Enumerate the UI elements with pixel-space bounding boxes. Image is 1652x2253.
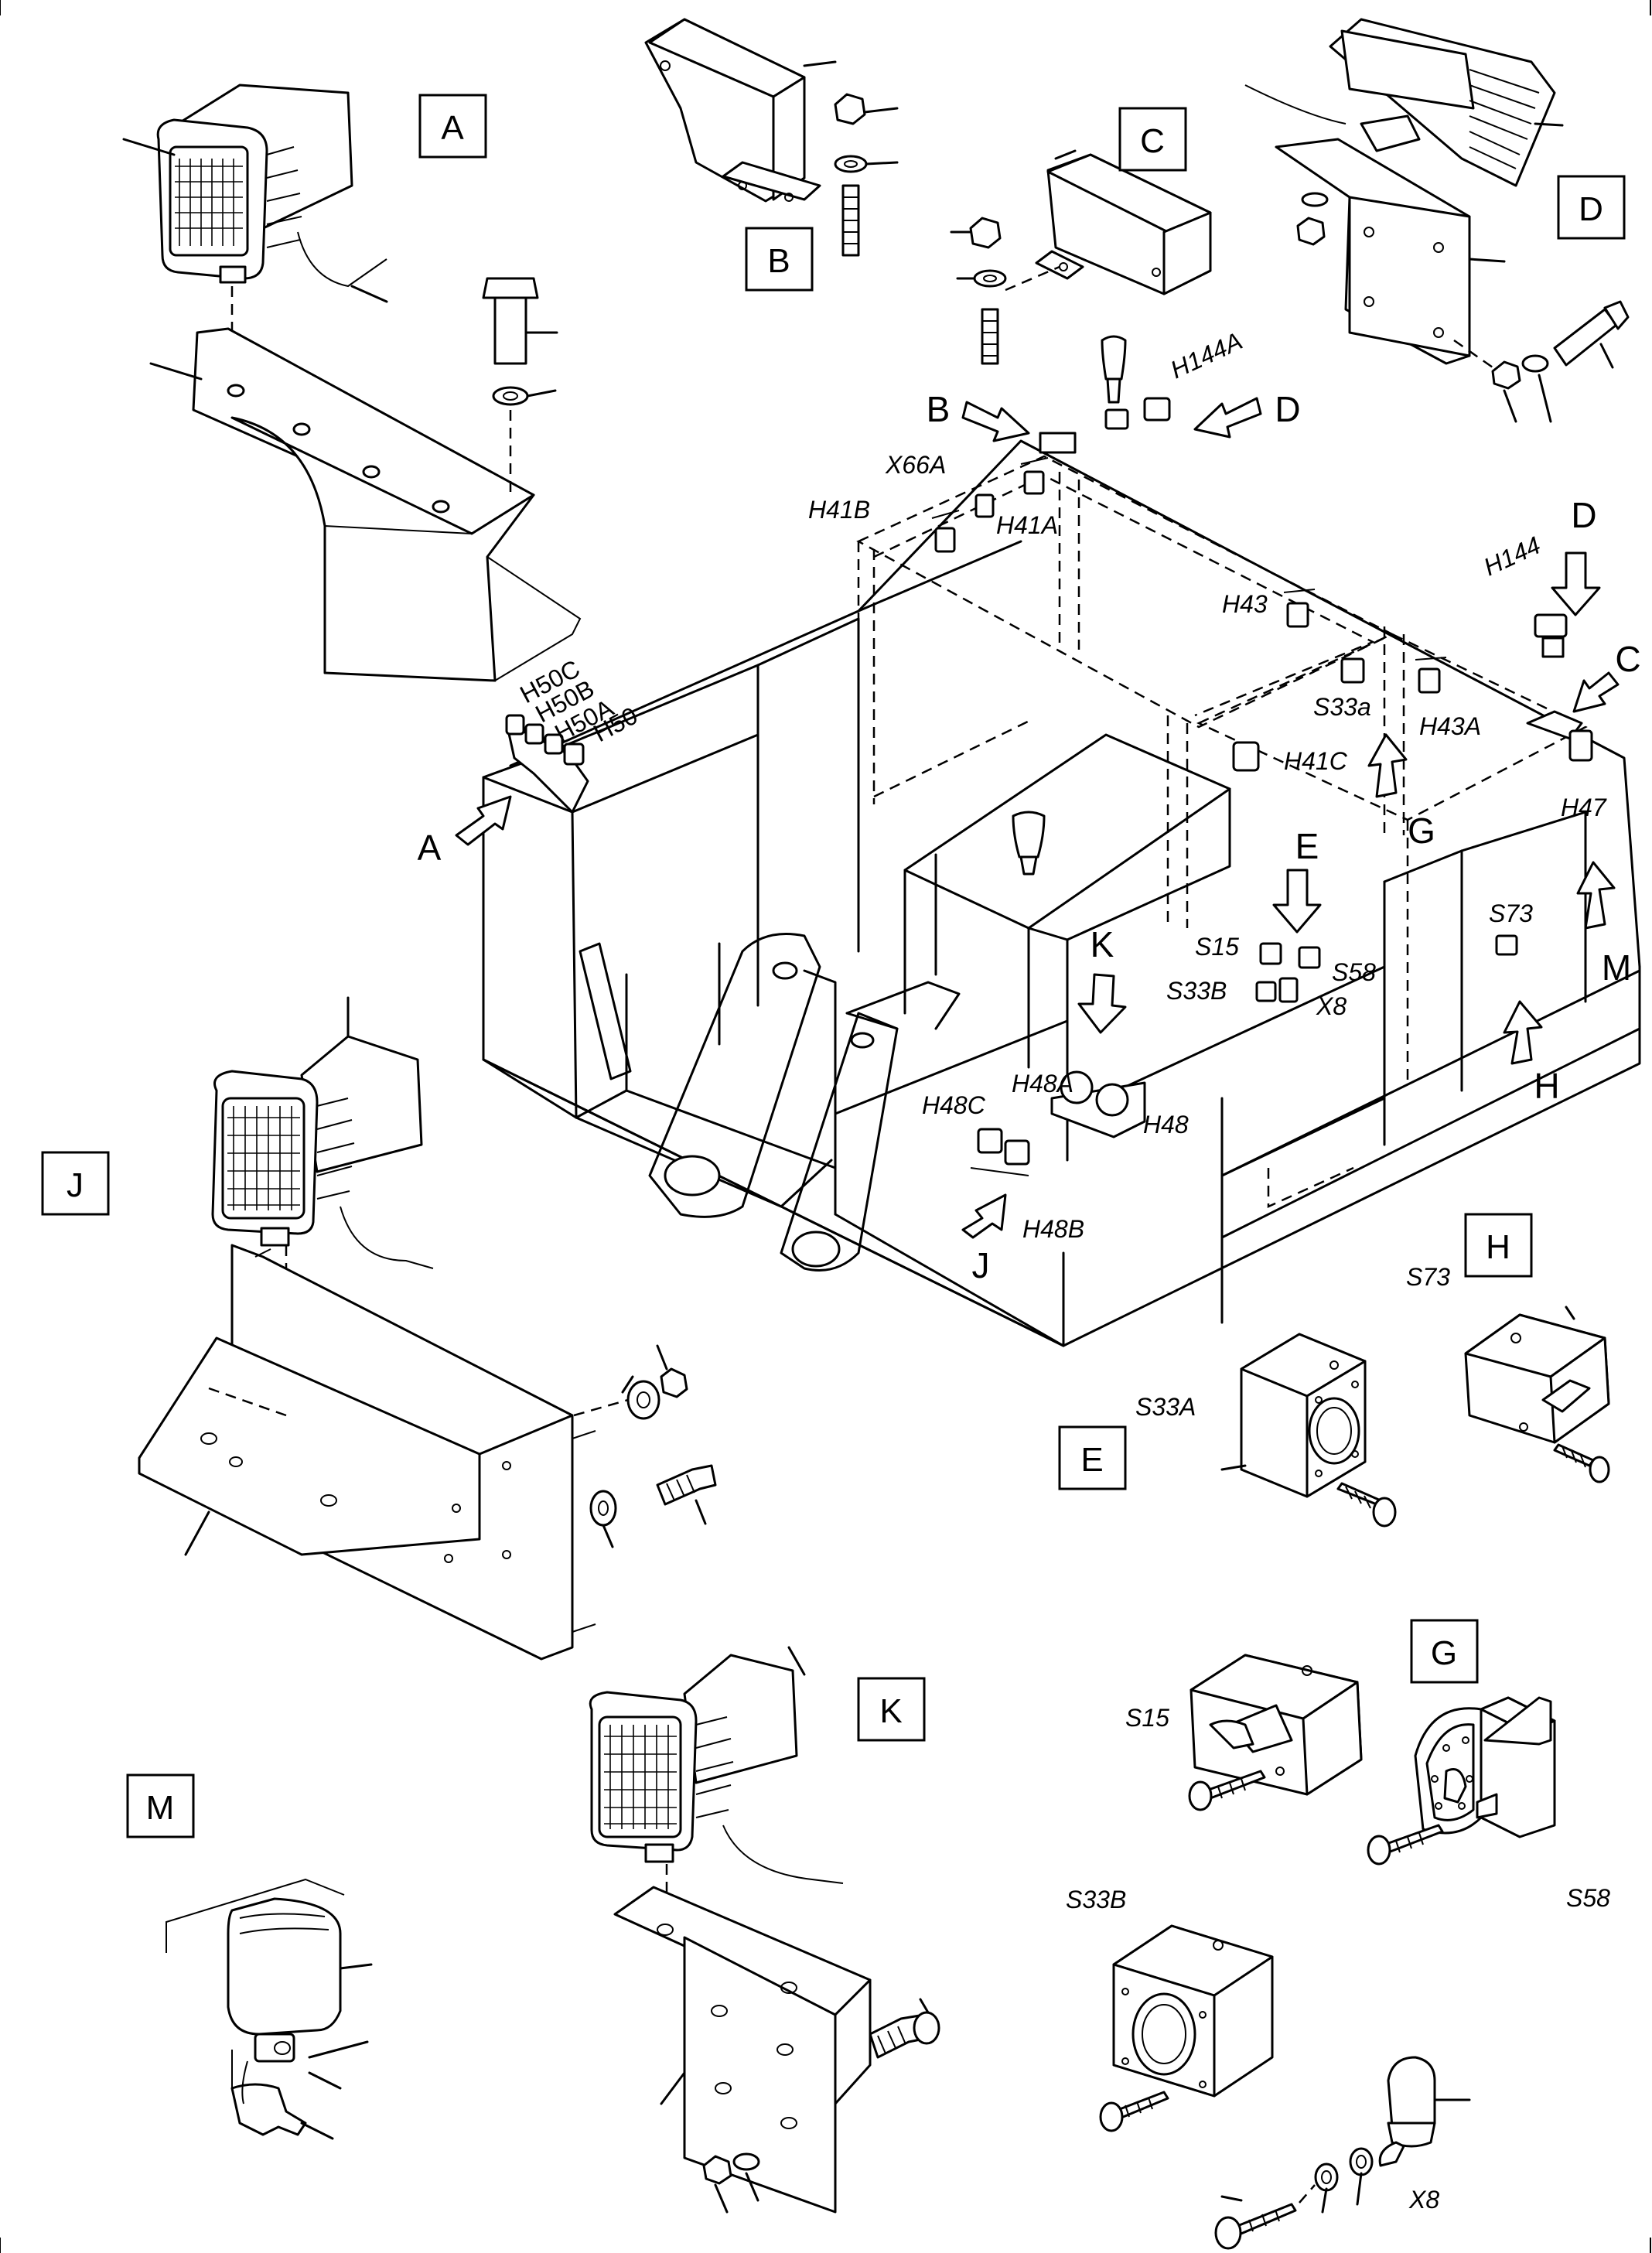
detail-box-c (1118, 107, 1187, 172)
detail-a-work-light-bracket (122, 84, 582, 682)
detail-c-cover-fasteners (950, 149, 1212, 365)
detail-k-work-light-bracket (589, 1646, 940, 2214)
view-arrow-a: A (418, 828, 442, 868)
callout-s33b: S33B (1166, 977, 1227, 1005)
callout-h144: H144 (1480, 531, 1545, 581)
detail-box-h (1464, 1213, 1533, 1278)
detail-label-x8: X8 (1408, 2186, 1439, 2214)
view-arrow-c: C (1615, 639, 1640, 679)
callout-h48b: H48B (1022, 1215, 1084, 1243)
view-arrow-m: M (1602, 947, 1631, 988)
callout-s58: S58 (1332, 958, 1376, 986)
detail-h-switch-s73 (1464, 1306, 1610, 1483)
detail-box-b (745, 227, 814, 292)
detail-letter-b: B (767, 242, 790, 280)
callout-s73: S73 (1489, 899, 1533, 927)
detail-g-switch-s33a (1220, 1333, 1397, 1528)
callout-s33a-small: S33a (1313, 693, 1371, 721)
view-arrow-b: B (927, 389, 951, 429)
detail-label-s73: S73 (1406, 1263, 1450, 1291)
frame-components (505, 335, 1593, 1176)
detail-letter-a: A (441, 109, 464, 147)
view-arrow-g: G (1408, 811, 1435, 851)
detail-box-a (418, 94, 487, 159)
callout-h41b: H41B (808, 496, 870, 524)
detail-letter-m: M (146, 1789, 175, 1827)
detail-label-s58: S58 (1566, 1884, 1610, 1912)
callout-h144a: H144A (1166, 326, 1247, 384)
detail-j-work-light-bracket (138, 996, 717, 1661)
callout-s15: S15 (1195, 933, 1239, 961)
machine-frame (482, 439, 1641, 1347)
detail-b-cover-fasteners (644, 18, 899, 257)
detail-box-e (1410, 1619, 1479, 1684)
callout-h41a: H41A (996, 511, 1058, 539)
view-arrow-d-top: D (1275, 389, 1300, 429)
callout-x66a: X66A (885, 451, 946, 479)
detail-d-light-plate (1244, 18, 1630, 423)
callout-h43a: H43A (1419, 712, 1481, 740)
detail-label-s33a: S33A (1135, 1393, 1196, 1421)
view-arrow-h: H (1534, 1066, 1559, 1106)
detail-letter-d: D (1579, 190, 1603, 228)
detail-box-j (41, 1151, 110, 1216)
callout-h48c: H48C (922, 1091, 986, 1119)
view-arrow-d-right: D (1571, 495, 1596, 535)
view-arrow-j: J (972, 1245, 990, 1285)
detail-letter-j: J (67, 1166, 84, 1204)
detail-box-d (1557, 175, 1626, 240)
callout-h43: H43 (1222, 590, 1268, 618)
detail-box-m (126, 1773, 195, 1838)
detail-letter-k: K (879, 1692, 902, 1730)
detail-label-s15: S15 (1125, 1704, 1169, 1732)
view-arrow-k: K (1091, 924, 1114, 964)
callout-h41c: H41C (1284, 747, 1348, 775)
detail-box-k (857, 1677, 926, 1742)
callout-h48: H48 (1143, 1111, 1189, 1138)
detail-letter-h: H (1486, 1228, 1510, 1266)
detail-letter-g: E (1080, 1441, 1103, 1479)
detail-m-led-light (166, 1878, 373, 2140)
callout-h48a: H48A (1012, 1070, 1073, 1097)
detail-letter-e: G (1431, 1634, 1457, 1672)
callout-h47: H47 (1561, 794, 1607, 821)
view-arrow-e: E (1295, 826, 1319, 866)
detail-letter-c: C (1140, 122, 1165, 160)
detail-e-switches (1099, 1654, 1556, 2250)
callout-x8: X8 (1316, 992, 1347, 1020)
detail-box-g (1058, 1425, 1127, 1490)
detail-label-s33b: S33B (1066, 1886, 1126, 1913)
view-arrows (455, 397, 1620, 1239)
